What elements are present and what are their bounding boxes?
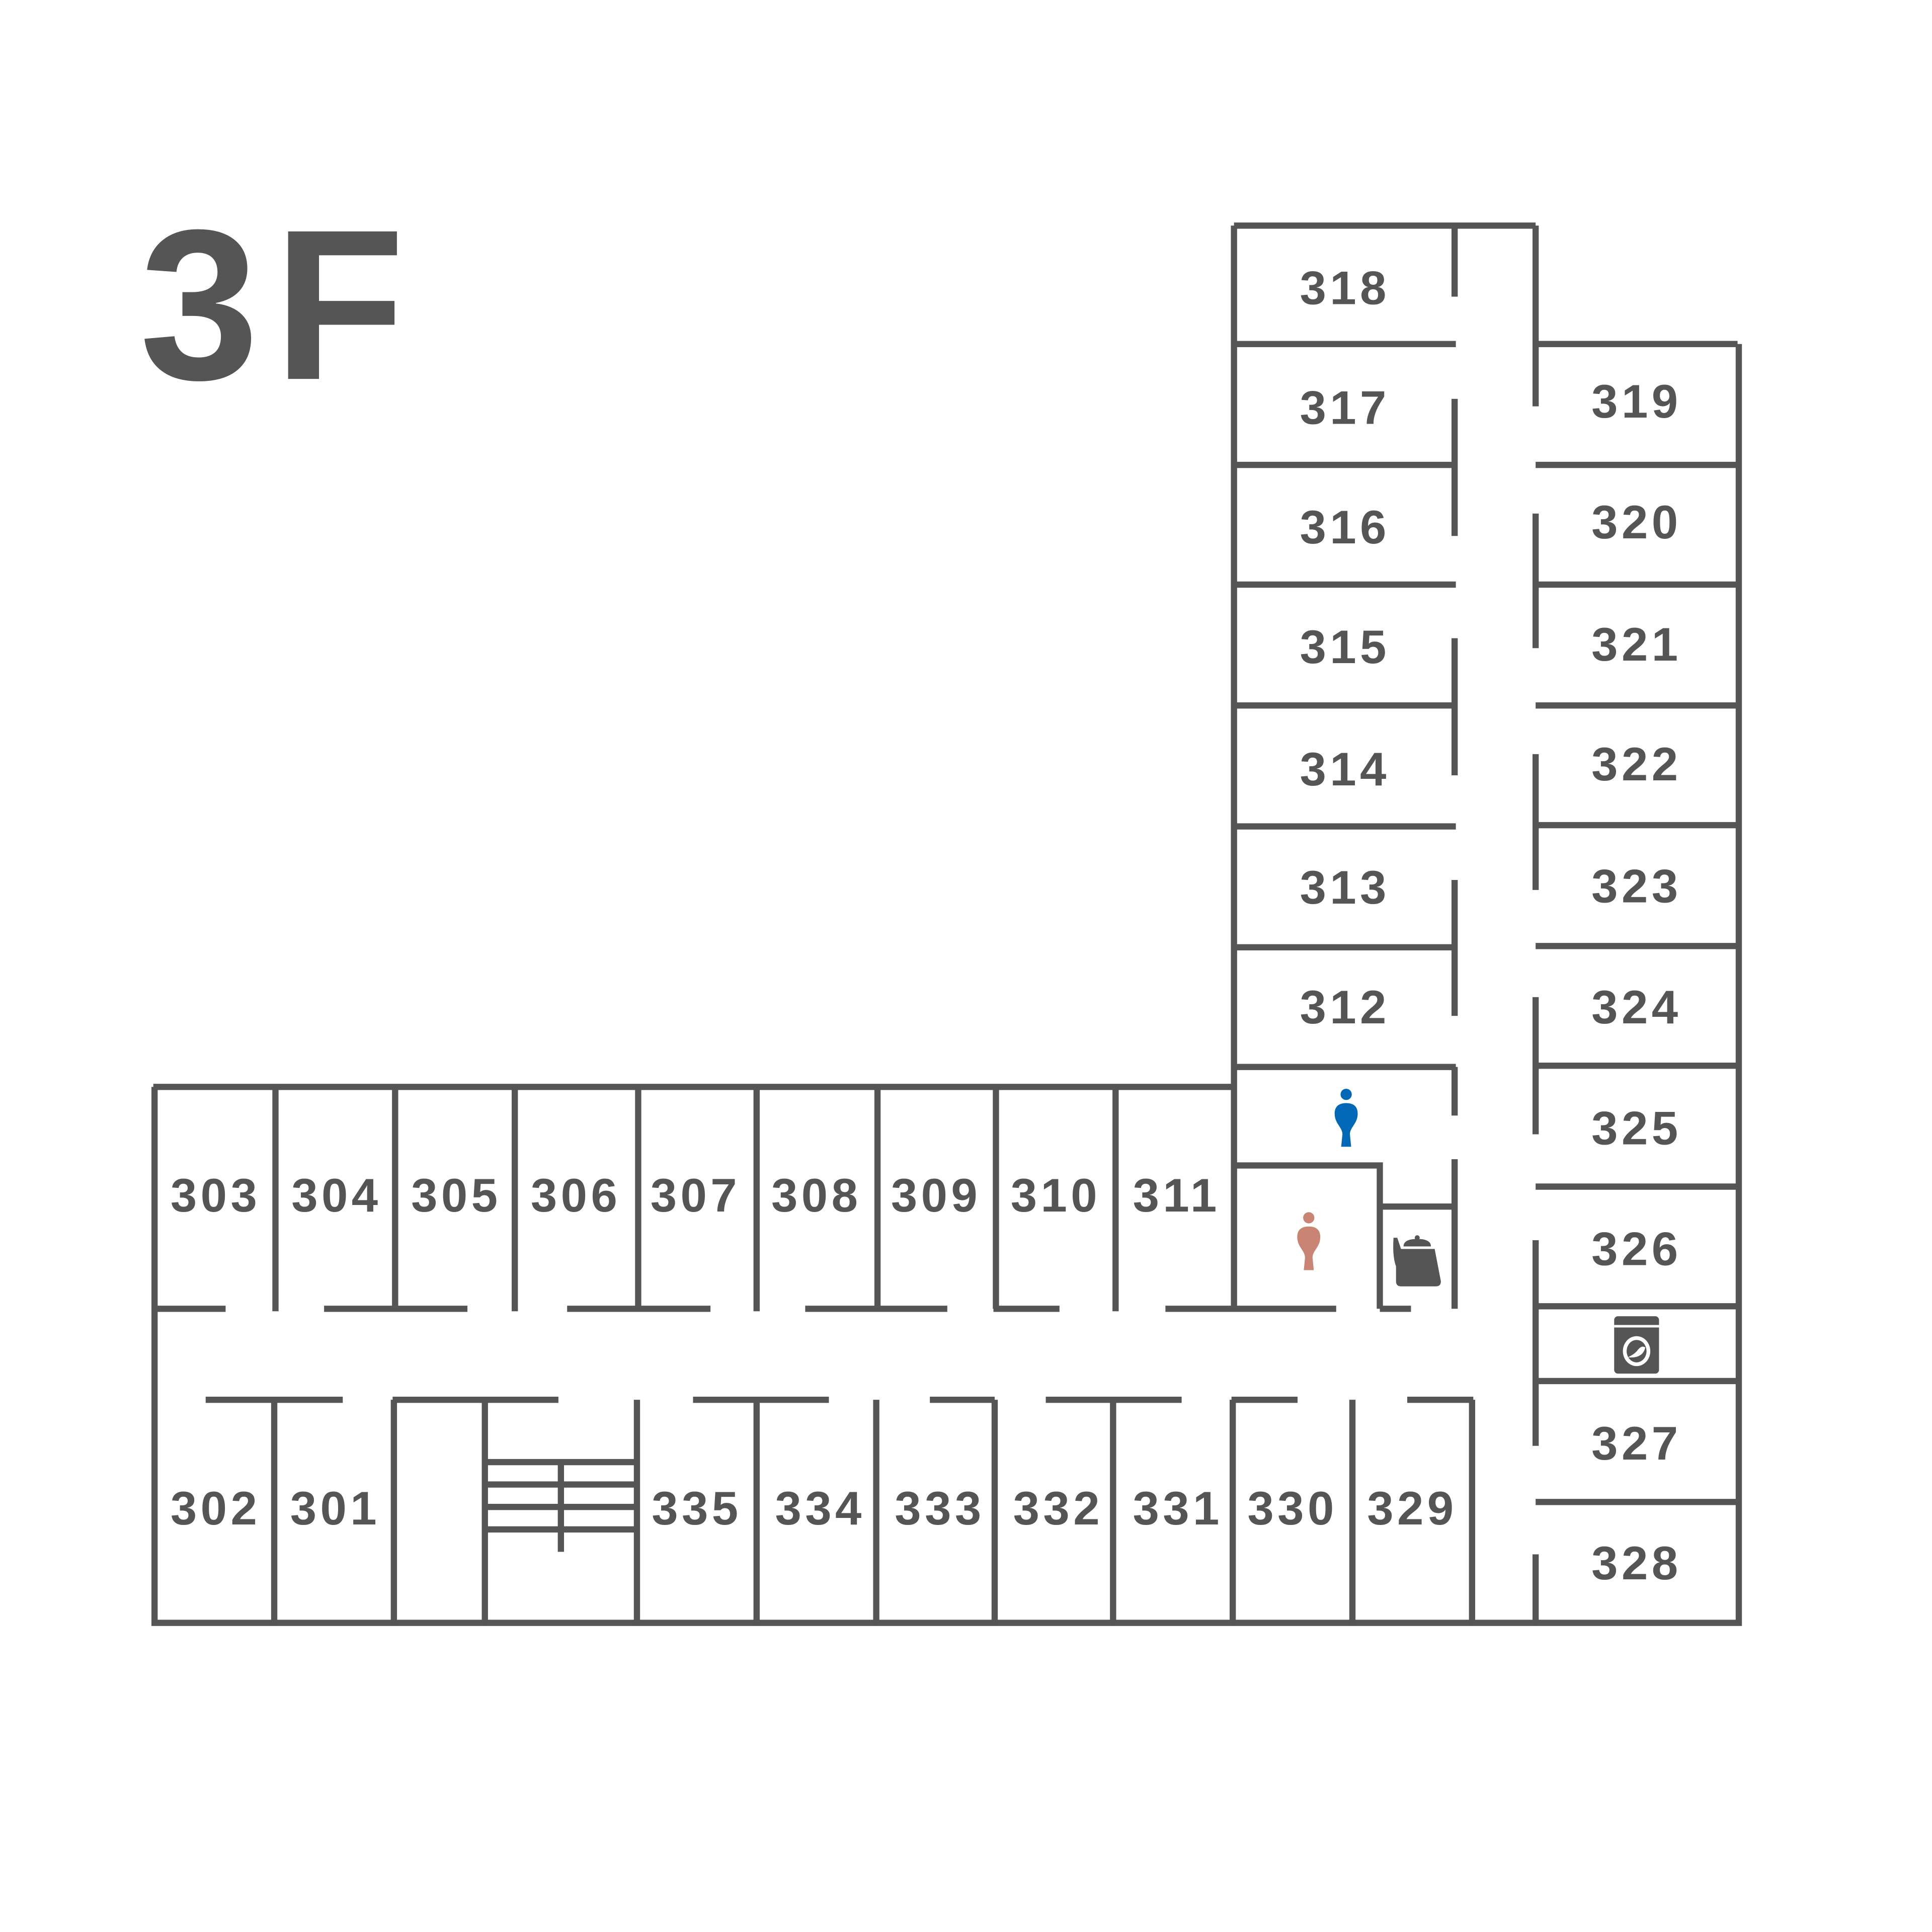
room-334-label: 334 (775, 1482, 865, 1535)
room-308-label: 308 (771, 1169, 861, 1222)
stairs (486, 1459, 637, 1552)
room-327-label: 327 (1591, 1417, 1681, 1470)
room-312-label: 312 (1300, 981, 1390, 1033)
kettle-icon (1393, 1235, 1441, 1286)
room-315-label: 315 (1300, 620, 1390, 673)
room-317-label: 317 (1300, 381, 1390, 434)
room-333-label: 333 (895, 1482, 985, 1535)
room-331-label: 331 (1133, 1482, 1223, 1535)
room-316-label: 316 (1300, 501, 1390, 553)
room-319-label: 319 (1591, 375, 1681, 428)
room-330-label: 330 (1247, 1482, 1337, 1535)
room-307-label: 307 (651, 1169, 741, 1222)
room-302-label: 302 (171, 1482, 261, 1535)
room-325-label: 325 (1591, 1101, 1681, 1154)
room-328-label: 328 (1591, 1537, 1681, 1589)
room-323-label: 323 (1591, 860, 1681, 913)
walls (151, 222, 1742, 1626)
mens-restroom-icon (1334, 1089, 1358, 1147)
room-320-label: 320 (1591, 496, 1681, 548)
room-306-label: 306 (531, 1169, 621, 1222)
room-314-label: 314 (1300, 743, 1390, 795)
room-304-label: 304 (291, 1169, 381, 1222)
room-313-label: 313 (1300, 861, 1390, 914)
womens-restroom-icon (1297, 1212, 1321, 1270)
room-321-label: 321 (1591, 618, 1681, 671)
room-311-label: 311 (1133, 1169, 1221, 1222)
room-309-label: 309 (891, 1169, 981, 1222)
room-324-label: 324 (1591, 981, 1681, 1033)
room-329-label: 329 (1367, 1482, 1457, 1535)
room-332-label: 332 (1013, 1482, 1103, 1535)
room-335-label: 335 (652, 1482, 742, 1535)
room-305-label: 305 (411, 1169, 501, 1222)
room-326-label: 326 (1591, 1223, 1681, 1275)
room-303-label: 303 (171, 1169, 261, 1222)
room-labels: 301 302 303 304 305 306 307 308 309 310 311 312 313 3… (171, 261, 1681, 1589)
room-301-label: 301 (290, 1482, 380, 1535)
room-322-label: 322 (1591, 738, 1681, 790)
washing-machine-icon (1614, 1316, 1659, 1374)
room-310-label: 310 (1011, 1169, 1101, 1222)
room-318-label: 318 (1300, 261, 1390, 314)
floor-title: 3F (139, 185, 420, 425)
